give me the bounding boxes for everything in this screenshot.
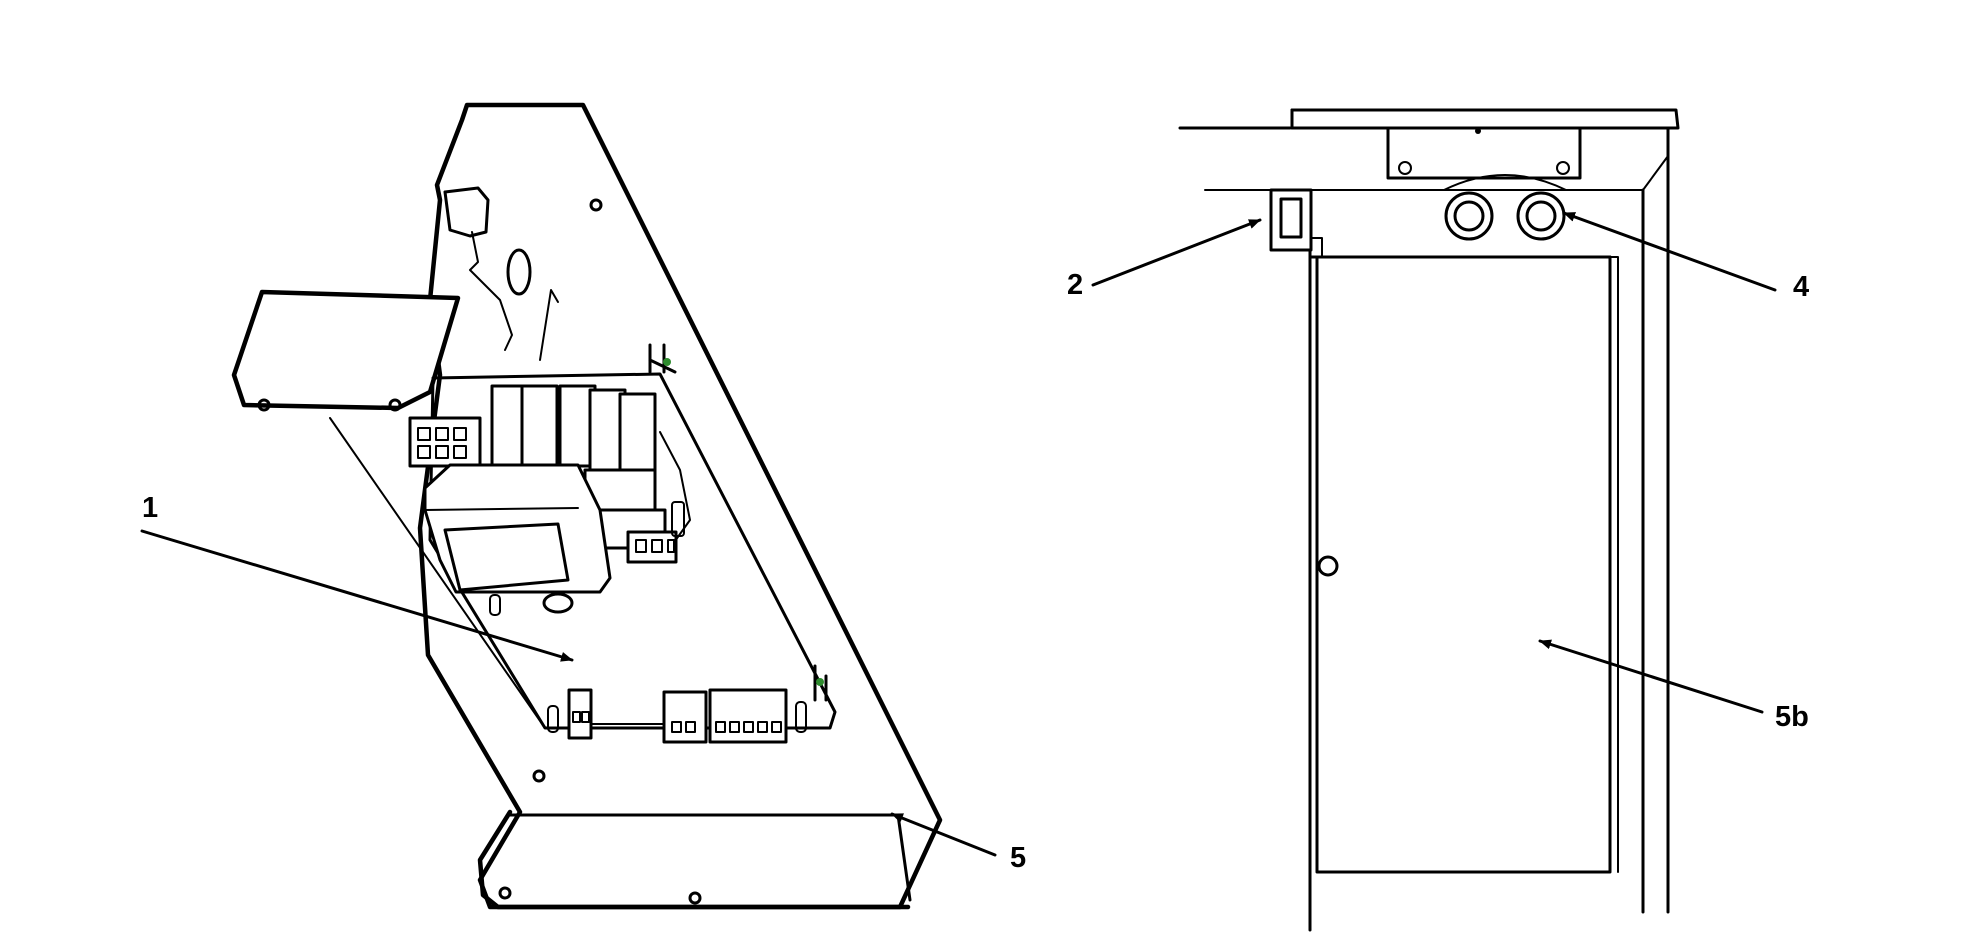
leader-line-1 [140,529,574,662]
connector-4pin-bottom [662,690,708,744]
switch-rocker [1279,197,1303,239]
top-bracket-tab [443,186,490,238]
connector-8pin [708,688,788,744]
standoff [813,664,828,702]
standoff [648,343,677,374]
screw-icon [1398,161,1412,175]
leader-line-5 [890,812,997,857]
flap-hole [257,398,271,412]
flap-hole [388,398,402,412]
plate-bottom-flange [477,809,911,910]
relay-side [659,431,691,549]
connector-4pin [626,501,685,564]
callout-labels: 1 2 4 5 5b [142,269,1809,874]
mounting-plate [417,102,943,910]
bottom-connectors [547,688,807,744]
led-indicator [663,358,671,366]
callout-1: 1 [142,492,158,524]
knob-outer [1516,191,1566,241]
leader-line-5b [1538,639,1764,714]
plate-flange-edge [508,813,912,902]
relay [618,392,657,476]
knob-inner [1525,200,1557,232]
relay-bank [490,384,691,550]
bracket-edge [539,289,559,361]
callout-5: 5 [1010,842,1026,874]
knob-pair [1443,174,1567,241]
screw-icon [1556,161,1570,175]
callout-2: 2 [1067,269,1083,301]
plate-hole [532,769,546,783]
pcb-board [428,372,837,730]
flange-hole [688,891,702,905]
top-panel [1290,108,1680,130]
callout-4: 4 [1793,271,1809,303]
pcb-edge-left [329,417,546,729]
leader-line-4 [1562,211,1777,292]
door-panel [1315,255,1612,874]
capacitor [542,592,574,614]
relay [520,384,559,468]
hinge-bracket [1386,126,1582,180]
led-indicator [816,678,824,686]
knob-inner [1453,200,1485,232]
connector-6pin [408,416,482,468]
transformer [423,463,612,616]
leader-lines [140,211,1777,857]
control-board-assembly [231,102,943,910]
flange-hole [498,886,512,900]
knob-outer [1444,191,1494,241]
cabinet-front-view [1178,108,1680,932]
power-switch [1269,188,1323,258]
door-knob [1317,555,1339,577]
cover-flap [231,289,461,411]
callout-5b: 5b [1775,701,1809,733]
plate-hole [589,198,603,212]
transformer-core [443,522,570,592]
leader-line-2 [1091,218,1262,287]
cable-opening [506,248,532,296]
bracket-slot [469,231,513,351]
